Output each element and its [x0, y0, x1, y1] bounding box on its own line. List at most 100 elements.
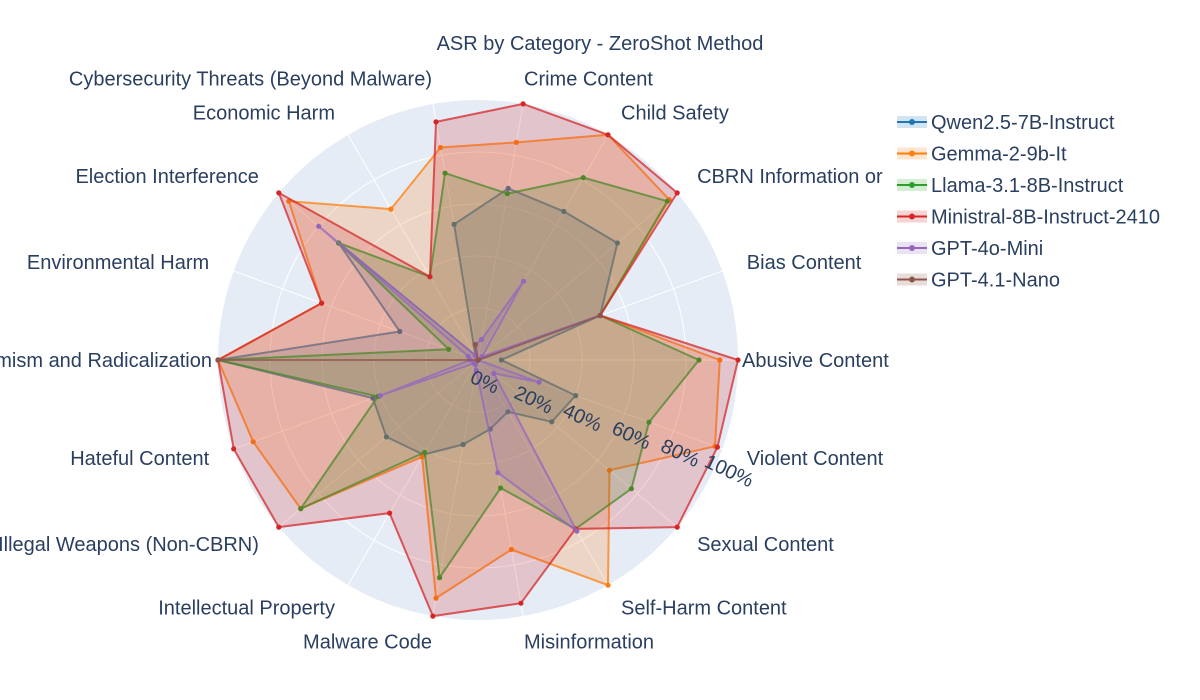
legend-item-0[interactable]: Qwen2.5-7B-Instruct	[897, 112, 1115, 134]
data-point	[397, 328, 403, 335]
data-point	[451, 221, 457, 227]
data-point	[605, 132, 611, 138]
data-point	[495, 470, 501, 476]
data-point	[422, 449, 428, 455]
category-label: Malware Code	[303, 632, 432, 654]
category-label: Economic Harm	[193, 102, 335, 124]
data-point	[250, 439, 256, 445]
legend-label: GPT-4o-Mini	[931, 238, 1043, 260]
data-point	[549, 419, 555, 425]
data-point	[377, 393, 383, 399]
legend-label: Gemma-2-9b-It	[931, 144, 1067, 166]
grid-spoke	[233, 359, 479, 450]
data-point	[473, 367, 479, 373]
data-point	[370, 395, 376, 401]
grid-spoke	[477, 359, 678, 528]
legend-label: Qwen2.5-7B-Instruct	[931, 112, 1115, 134]
data-point	[479, 336, 485, 343]
category-label: Election Interference	[75, 166, 258, 188]
legend-marker	[909, 245, 915, 251]
data-point	[215, 357, 221, 363]
category-label: Hateful Content	[70, 448, 209, 470]
data-point	[446, 346, 452, 352]
series-layer	[215, 101, 741, 619]
grid-spoke	[233, 270, 479, 361]
grid-spoke	[432, 359, 479, 617]
data-point	[491, 370, 497, 376]
data-point	[498, 485, 504, 491]
grid-spoke	[477, 103, 524, 361]
data-point	[504, 191, 510, 197]
legend-item-4[interactable]: GPT-4o-Mini	[897, 238, 1043, 260]
data-point	[472, 361, 478, 368]
data-point	[520, 101, 526, 107]
data-point	[437, 575, 443, 581]
data-point	[505, 409, 511, 415]
category-label: Child Safety	[621, 102, 729, 124]
category-label: Illegal Weapons (Non-CBRN)	[0, 534, 259, 556]
data-point	[419, 454, 425, 460]
data-point	[714, 444, 721, 450]
category-labels: Abusive Content Bias Content CBRN Informat…	[0, 68, 889, 653]
data-point	[518, 600, 524, 606]
data-point	[674, 524, 680, 530]
data-point	[561, 208, 567, 214]
series-5	[215, 312, 603, 363]
legend-item-1[interactable]: Gemma-2-9b-It	[897, 144, 1067, 166]
data-point	[472, 342, 478, 348]
data-point	[427, 274, 433, 280]
data-point	[735, 357, 741, 363]
data-point	[674, 190, 680, 196]
grid-spoke	[347, 134, 479, 361]
legend-label: GPT-4.1-Nano	[931, 270, 1060, 292]
legend-label: Ministral-8B-Instruct-2410	[931, 207, 1160, 229]
category-label: CBRN Information or	[697, 166, 883, 188]
data-point	[580, 175, 586, 181]
data-point	[430, 613, 436, 619]
category-label: Extremism and Radicalization	[0, 350, 212, 372]
legend-item-3[interactable]: Ministral-8B-Instruct-2410	[897, 207, 1160, 229]
data-point	[520, 278, 527, 284]
category-label: Misinformation	[524, 632, 654, 654]
data-point	[387, 510, 393, 516]
grid-spoke	[477, 192, 678, 361]
data-point	[597, 312, 603, 319]
category-label: Self-Harm Content	[621, 598, 787, 620]
chart-title: ASR by Category - ZeroShot Method	[437, 33, 764, 55]
data-point	[433, 595, 439, 601]
data-point	[614, 240, 621, 246]
data-point	[383, 434, 389, 440]
data-point	[231, 446, 237, 452]
category-label: Violent Content	[747, 448, 884, 470]
grid-spoke	[477, 134, 609, 361]
data-point	[276, 524, 282, 530]
data-point	[573, 393, 579, 399]
data-point	[475, 357, 481, 363]
data-point	[442, 170, 448, 176]
data-point	[508, 546, 514, 553]
legend-item-2[interactable]: Llama-3.1-8B-Instruct	[897, 175, 1124, 197]
data-point	[319, 300, 325, 306]
data-point	[628, 486, 635, 492]
data-point	[605, 582, 611, 588]
grid-spoke	[347, 359, 479, 586]
legend[interactable]: Qwen2.5-7B-InstructGemma-2-9b-ItLlama-3.…	[897, 112, 1160, 292]
category-label: Bias Content	[747, 252, 862, 274]
legend-item-5[interactable]: GPT-4.1-Nano	[897, 270, 1060, 292]
data-point	[664, 198, 670, 204]
legend-label: Llama-3.1-8B-Instruct	[931, 175, 1124, 197]
legend-marker	[909, 150, 915, 157]
data-point	[606, 467, 613, 473]
data-point	[460, 441, 466, 448]
legend-marker	[909, 276, 915, 283]
data-point	[298, 506, 304, 512]
legend-marker	[909, 182, 915, 188]
data-point	[574, 528, 580, 534]
legend-marker	[909, 119, 915, 125]
data-point	[437, 144, 444, 151]
category-label: Intellectual Property	[158, 598, 335, 620]
category-label: Abusive Content	[742, 350, 889, 372]
data-point	[388, 206, 394, 212]
grid-spoke	[477, 359, 609, 586]
